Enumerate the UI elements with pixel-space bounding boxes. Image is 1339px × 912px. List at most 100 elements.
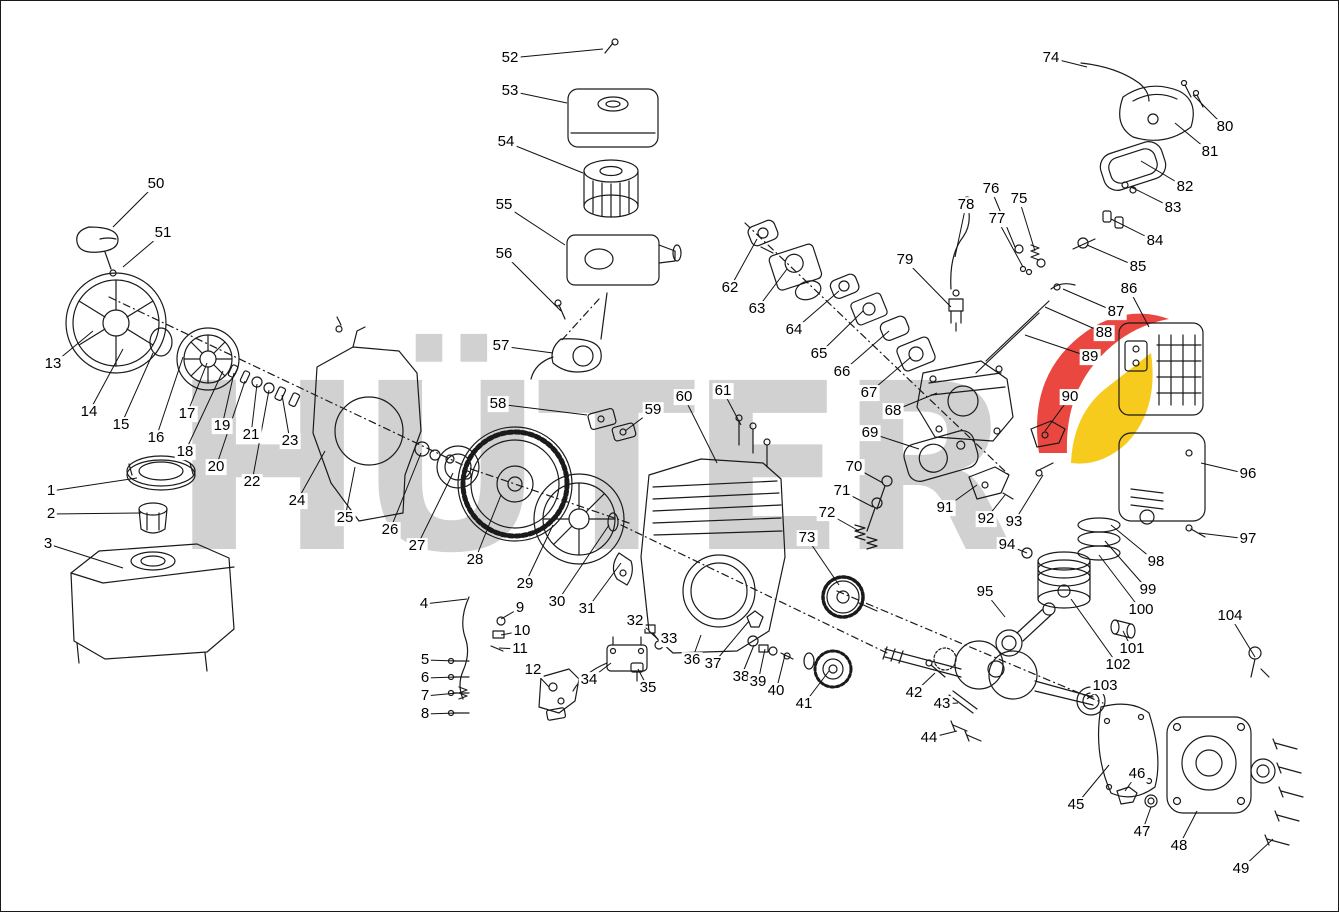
part-callout-11: 11 xyxy=(510,640,530,658)
crankcase-cover-drawing xyxy=(1166,716,1252,814)
part-callout-83: 83 xyxy=(1162,199,1184,217)
cover-bolts-right-drawing xyxy=(1264,738,1304,846)
part-callout-48: 48 xyxy=(1168,837,1190,855)
part-callout-13: 13 xyxy=(42,355,64,373)
part-callout-7: 7 xyxy=(418,687,432,705)
part-callout-43: 43 xyxy=(931,695,953,713)
part-callout-89: 89 xyxy=(1079,348,1101,366)
logo-accent-red xyxy=(1037,313,1169,453)
part-callout-90: 90 xyxy=(1059,388,1081,406)
small-fasteners-drawing xyxy=(227,364,301,407)
part-callout-28: 28 xyxy=(464,551,486,569)
intake-elbow-drawing xyxy=(530,292,608,380)
cover-gasket-drawing xyxy=(1099,141,1167,191)
valve-cover-drawing xyxy=(1119,85,1194,141)
part-callout-95: 95 xyxy=(974,583,996,601)
part-callout-63: 63 xyxy=(746,300,768,318)
piston-drawing xyxy=(1037,551,1091,609)
rod-guide-plate-drawing xyxy=(1030,420,1066,448)
part-callout-8: 8 xyxy=(418,705,432,723)
part-callout-56: 56 xyxy=(493,245,515,263)
part-callout-103: 103 xyxy=(1090,677,1120,695)
part-callout-5: 5 xyxy=(418,651,432,669)
part-callout-25: 25 xyxy=(334,509,356,527)
part-callout-98: 98 xyxy=(1145,553,1167,571)
valve-spring-retainer-drawing xyxy=(1014,244,1046,276)
part-callout-81: 81 xyxy=(1199,143,1221,161)
leader-line-102 xyxy=(1070,598,1119,666)
part-callout-65: 65 xyxy=(808,345,830,363)
blower-housing-drawing xyxy=(312,316,422,522)
part-callout-94: 94 xyxy=(996,536,1018,554)
leader-line-16 xyxy=(155,356,184,439)
muffler-drawing xyxy=(1118,322,1204,416)
fuel-filter-drawing xyxy=(138,502,168,534)
leader-line-52 xyxy=(509,48,604,59)
part-callout-73: 73 xyxy=(796,529,818,547)
part-callout-32: 32 xyxy=(624,612,646,630)
part-callout-23: 23 xyxy=(279,432,301,450)
part-callout-24: 24 xyxy=(286,492,308,510)
part-callout-2: 2 xyxy=(44,505,58,523)
part-callout-55: 55 xyxy=(493,196,515,214)
part-callout-4: 4 xyxy=(417,595,431,613)
flywheel-drawing xyxy=(457,426,573,542)
part-callout-104: 104 xyxy=(1215,607,1245,625)
part-callout-33: 33 xyxy=(658,630,680,648)
leader-line-77 xyxy=(996,218,1024,268)
flywheel-nut-drawing xyxy=(414,441,441,461)
part-callout-66: 66 xyxy=(831,363,853,381)
part-callout-53: 53 xyxy=(499,82,521,100)
part-callout-46: 46 xyxy=(1126,765,1148,783)
fan-rotor-drawing xyxy=(533,473,625,565)
leader-line-15 xyxy=(120,352,154,426)
part-callout-97: 97 xyxy=(1237,530,1259,548)
construction-axis-lines xyxy=(108,222,1104,704)
air-cleaner-cover-drawing xyxy=(567,88,659,148)
head-gasket-drawing xyxy=(903,430,979,482)
leader-line-17 xyxy=(186,362,208,415)
part-callout-1: 1 xyxy=(44,482,58,500)
part-callout-34: 34 xyxy=(578,671,600,689)
part-callout-85: 85 xyxy=(1127,258,1149,276)
part-callout-54: 54 xyxy=(495,133,517,151)
part-callout-77: 77 xyxy=(986,210,1008,228)
control-bracket-drawing xyxy=(538,668,580,721)
part-callout-10: 10 xyxy=(511,622,533,640)
part-callout-30: 30 xyxy=(546,593,568,611)
part-callout-16: 16 xyxy=(145,429,167,447)
part-callout-22: 22 xyxy=(241,473,263,491)
part-callout-31: 31 xyxy=(576,600,598,618)
part-callout-52: 52 xyxy=(499,49,521,67)
part-callout-61: 61 xyxy=(712,382,734,400)
leader-line-56 xyxy=(503,253,562,312)
leader-line-24 xyxy=(296,450,326,502)
valve-springs-drawing xyxy=(854,524,878,550)
stopper-lever-drawing xyxy=(612,552,633,586)
part-callout-71: 71 xyxy=(831,482,853,500)
part-callout-72: 72 xyxy=(816,504,838,522)
part-callout-36: 36 xyxy=(681,651,703,669)
leader-line-2 xyxy=(50,512,142,515)
part-callout-6: 6 xyxy=(418,669,432,687)
part-callout-15: 15 xyxy=(110,416,132,434)
crankcase-gasket-drawing xyxy=(1097,703,1159,798)
part-callout-37: 37 xyxy=(702,655,724,673)
leader-line-100 xyxy=(1098,554,1142,611)
part-callout-92: 92 xyxy=(975,510,997,528)
breather-tube-drawing xyxy=(1080,62,1150,102)
muffler-guard-drawing xyxy=(1118,432,1206,525)
leader-line-89 xyxy=(1024,334,1091,358)
recoil-starter-drawing xyxy=(65,272,167,374)
part-callout-80: 80 xyxy=(1214,118,1236,136)
cylinder-block-drawing xyxy=(640,458,786,654)
part-callout-70: 70 xyxy=(843,458,865,476)
throttle-linkage-drawing xyxy=(447,596,506,717)
piston-rings-drawing xyxy=(1077,517,1121,561)
filter-element-drawing xyxy=(583,159,639,218)
part-callout-3: 3 xyxy=(41,535,55,553)
part-callout-84: 84 xyxy=(1144,232,1166,250)
part-callout-64: 64 xyxy=(783,321,805,339)
